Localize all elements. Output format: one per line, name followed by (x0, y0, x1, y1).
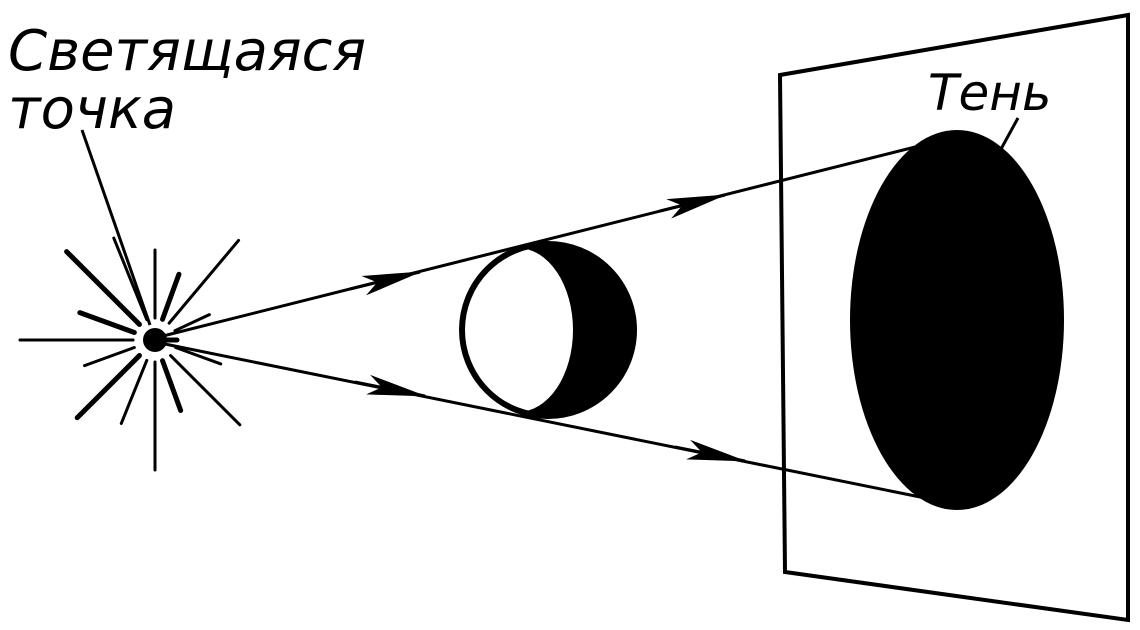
upper-ray-arrow-2 (660, 195, 725, 211)
light-ray-spike (85, 348, 135, 366)
light-source-point (143, 328, 167, 352)
lower-ray-arrow-1 (355, 382, 425, 396)
light-ray-spike (80, 313, 135, 333)
opaque-sphere (460, 242, 636, 418)
shadow-shape (850, 130, 1064, 510)
upper-ray-arrow-1 (350, 272, 420, 289)
light-ray-spike (114, 238, 147, 320)
shadow-label: Тень (928, 64, 1051, 122)
light-ray-spike (171, 356, 240, 425)
lower-ray-arrow-2 (675, 447, 745, 461)
light-ray-spike (169, 240, 238, 323)
light-ray-spike (163, 361, 181, 411)
light-source-label-line1: Светящаяся (8, 19, 366, 84)
light-source-leader-line (82, 130, 150, 325)
light-source-label-line2: точка (8, 77, 176, 142)
